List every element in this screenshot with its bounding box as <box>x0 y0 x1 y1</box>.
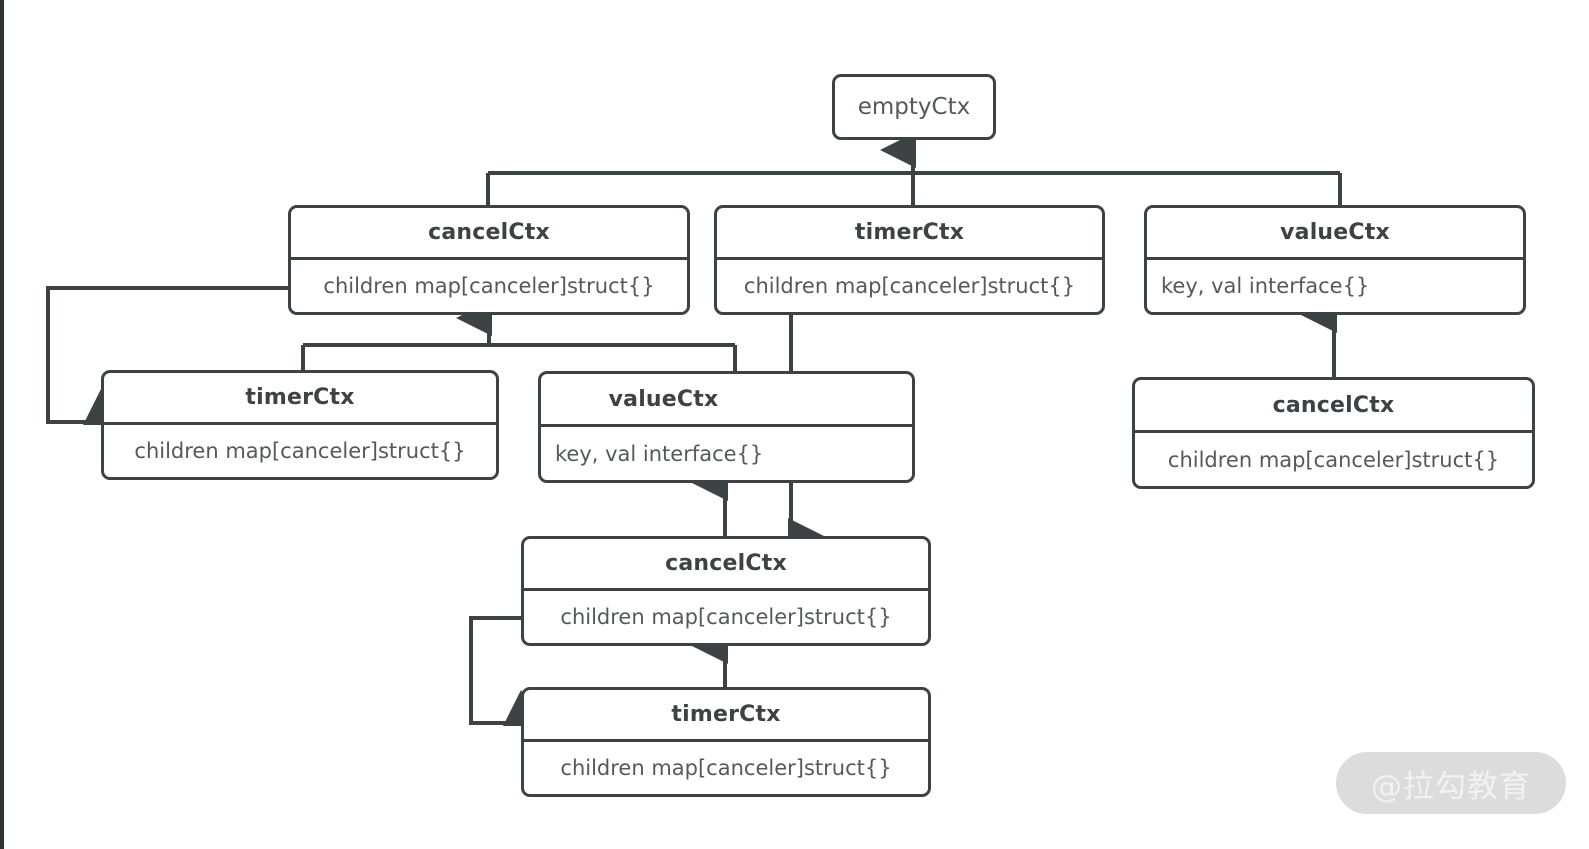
node-cancelctx-row1[interactable]: cancelCtx children map[canceler]struct{} <box>288 205 690 315</box>
edge-children-ref-cancelctx-to-timerctx <box>46 286 288 424</box>
node-cancelctx-row1-field: children map[canceler]struct{} <box>323 274 655 298</box>
node-emptyctx-root[interactable]: emptyCtx <box>832 74 996 140</box>
edge-children-ref-cancelctx-to-timerctx-row4 <box>469 616 521 725</box>
watermark-badge: @拉勾教育 <box>1336 752 1566 814</box>
node-timerctx-row2-left-field: children map[canceler]struct{} <box>134 439 466 463</box>
node-timerctx-row4-mid[interactable]: timerCtx children map[canceler]struct{} <box>521 687 931 797</box>
node-valuectx-row1-right-field: key, val interface{} <box>1161 274 1370 298</box>
node-timerctx-row4-mid-field: children map[canceler]struct{} <box>560 756 892 780</box>
left-border-rule <box>0 0 4 849</box>
node-cancelctx-row3-mid-title: cancelCtx <box>524 539 928 591</box>
node-valuectx-row1-right[interactable]: valueCtx key, val interface{} <box>1144 205 1526 315</box>
node-timerctx-row2-left[interactable]: timerCtx children map[canceler]struct{} <box>101 370 499 480</box>
node-valuectx-row2-mid[interactable]: valueCtx key, val interface{} <box>538 371 915 483</box>
node-timerctx-row1-title: timerCtx <box>717 208 1102 260</box>
node-cancelctx-row2-right-title: cancelCtx <box>1135 380 1532 433</box>
node-timerctx-row4-mid-title: timerCtx <box>524 690 928 742</box>
node-timerctx-row1[interactable]: timerCtx children map[canceler]struct{} <box>714 205 1105 315</box>
node-timerctx-row2-left-title: timerCtx <box>104 373 496 425</box>
node-timerctx-row1-field: children map[canceler]struct{} <box>743 274 1076 298</box>
node-cancelctx-row3-mid-field: children map[canceler]struct{} <box>560 605 892 629</box>
node-valuectx-row2-mid-title: valueCtx <box>541 374 912 427</box>
node-cancelctx-row2-right[interactable]: cancelCtx children map[canceler]struct{} <box>1132 377 1535 489</box>
node-cancelctx-row3-mid[interactable]: cancelCtx children map[canceler]struct{} <box>521 536 931 646</box>
node-emptyctx-root-title: emptyCtx <box>857 94 971 120</box>
node-cancelctx-row1-title: cancelCtx <box>291 208 687 260</box>
node-valuectx-row1-right-title: valueCtx <box>1147 208 1523 260</box>
node-valuectx-row2-mid-field: key, val interface{} <box>555 441 764 466</box>
node-cancelctx-row2-right-field: children map[canceler]struct{} <box>1167 447 1500 472</box>
watermark-text: @拉勾教育 <box>1371 768 1531 805</box>
